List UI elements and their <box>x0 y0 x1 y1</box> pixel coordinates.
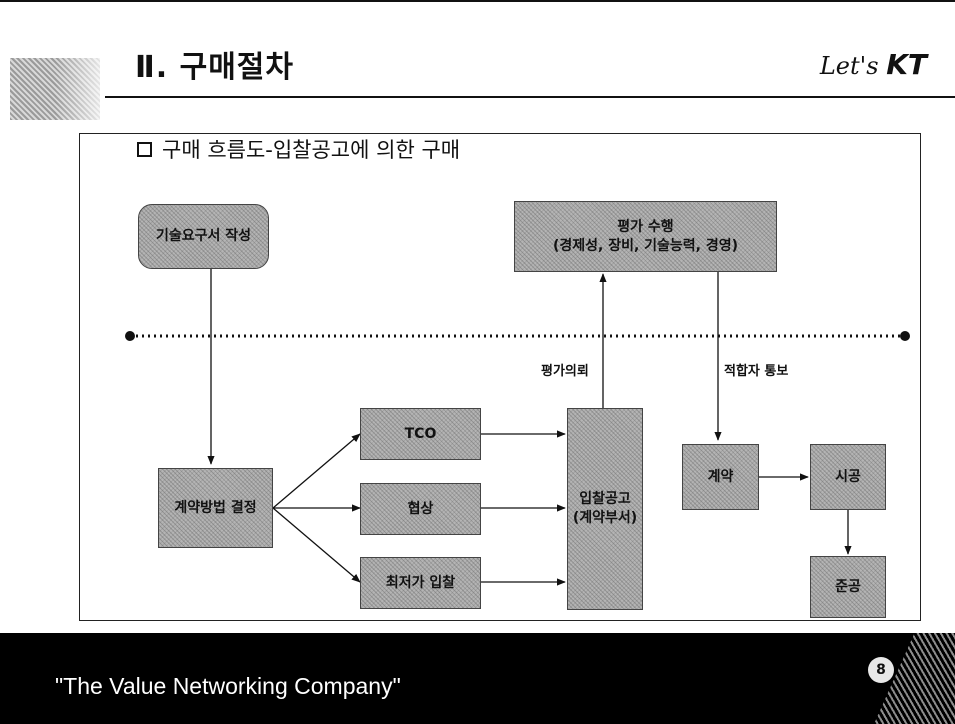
edge-label-eval-request: 평가의뢰 <box>541 364 589 379</box>
page-title: Ⅱ. 구매절차 <box>135 50 295 85</box>
brand-logo: Let's KT <box>820 48 927 81</box>
node-tco: TCO <box>360 408 481 460</box>
top-border <box>0 0 955 2</box>
edge-label-notify-winner: 적합자 통보 <box>724 364 789 379</box>
diagram-frame <box>79 133 921 621</box>
separator-left-dot <box>125 331 135 341</box>
corner-fade <box>55 58 115 120</box>
square-bullet-icon <box>137 141 152 157</box>
brand-kt: KT <box>886 48 927 81</box>
separator-right-dot <box>900 331 910 341</box>
brand-lets: Let's <box>819 52 879 80</box>
node-evaluation-label: 평가 수행 <box>617 218 674 235</box>
arrow-method-to-lowest <box>272 507 361 583</box>
arrow-method-to-tco <box>272 433 361 509</box>
node-contract: 계약 <box>682 444 759 510</box>
node-tco-label: TCO <box>404 425 437 442</box>
node-lowest-bid: 최저가 입찰 <box>360 557 481 609</box>
node-bid-notice-dept: (계약부서) <box>572 510 638 526</box>
header-rule <box>105 96 955 98</box>
node-construction: 시공 <box>810 444 886 510</box>
subtitle-text: 구매 흐름도-입찰공고에 의한 구매 <box>162 138 461 162</box>
footer-bar: "The Value Networking Company" 8 <box>0 633 955 724</box>
node-negotiation-label: 협상 <box>407 500 434 517</box>
section-subtitle: 구매 흐름도-입찰공고에 의한 구매 <box>137 134 460 164</box>
page-number: 8 <box>868 657 894 683</box>
node-contract-method: 계약방법 결정 <box>158 468 273 548</box>
node-tech-requirement-label: 기술요구서 작성 <box>155 228 252 245</box>
node-evaluation-criteria: (경제성, 장비, 기술능력, 경영) <box>552 237 739 254</box>
node-bid-notice: 입찰공고 (계약부서) <box>567 408 643 610</box>
node-completion-label: 준공 <box>835 578 861 595</box>
node-contract-label: 계약 <box>707 468 734 485</box>
node-tech-requirement: 기술요구서 작성 <box>138 204 269 269</box>
node-bid-notice-label: 입찰공고 <box>579 491 631 508</box>
footer-slogan: "The Value Networking Company" <box>55 673 401 699</box>
node-negotiation: 협상 <box>360 483 481 535</box>
node-completion: 준공 <box>810 556 886 618</box>
node-lowest-bid-label: 최저가 입찰 <box>385 574 456 591</box>
node-evaluation: 평가 수행 (경제성, 장비, 기술능력, 경영) <box>514 201 777 272</box>
node-contract-method-label: 계약방법 결정 <box>174 499 257 516</box>
node-construction-label: 시공 <box>835 468 861 485</box>
